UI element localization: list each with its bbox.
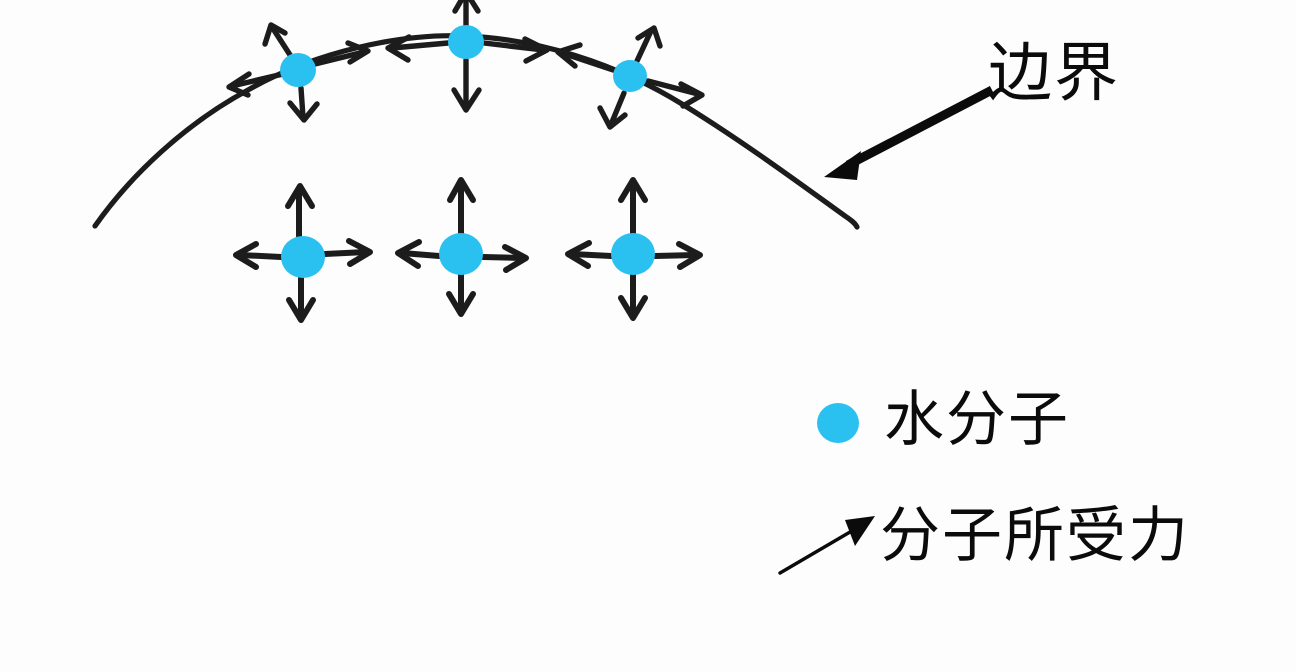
legend-molecule-swatch: [817, 403, 859, 443]
force-arrow-interior-left-left: [233, 241, 284, 270]
boundary-curve: [92, 33, 860, 230]
force-arrow-surface-right-up: [634, 25, 663, 64]
molecule-surface-center: [448, 25, 484, 59]
surface-force-arrows: [226, 0, 705, 130]
force-arrow-interior-center-up: [447, 177, 476, 236]
boundary-pointer-arrow: [824, 86, 995, 180]
force-arrow-interior-left-down: [286, 275, 316, 323]
force-arrow-interior-right-down: [618, 272, 648, 321]
molecule-interior-center: [439, 233, 483, 275]
force-arrow-surface-center-down: [451, 57, 482, 113]
force-arrow-surface-center-along-left: [385, 34, 451, 63]
force-arrow-surface-left-along-right: [312, 40, 371, 67]
force-arrow-interior-right-left: [565, 240, 614, 269]
molecule-interior-right: [611, 233, 655, 275]
force-arrow-interior-right-right: [652, 241, 703, 270]
legend-force-arrow-icon: [778, 516, 875, 575]
force-arrow-surface-right-down: [597, 90, 628, 130]
force-arrow-surface-right-along-left: [555, 42, 616, 73]
force-arrow-surface-center-along-right: [481, 36, 550, 64]
interior-molecules: [281, 233, 655, 278]
force-arrow-surface-right-along-right: [645, 78, 705, 109]
legend-marks: [778, 403, 875, 575]
molecule-surface-right: [613, 60, 647, 92]
boundary-curve-group: [92, 33, 860, 230]
force-arrow-interior-left-right: [322, 238, 373, 267]
force-arrow-interior-center-down: [446, 272, 476, 317]
force-arrow-surface-left-up: [262, 22, 295, 61]
force-arrow-interior-right-up: [618, 177, 648, 236]
force-arrow-surface-left-along-left: [226, 71, 286, 98]
force-arrow-interior-center-right: [480, 244, 529, 273]
force-arrow-interior-left-up: [285, 183, 315, 239]
force-arrow-surface-center-up: [452, 0, 481, 28]
molecule-surface-left: [280, 53, 316, 87]
force-arrow-interior-center-left: [395, 239, 442, 269]
legend-label-water-molecule: 水分子: [884, 385, 1070, 455]
molecule-interior-left: [281, 236, 325, 278]
surface-molecules: [280, 25, 647, 92]
boundary-annotation-label: 边界: [988, 37, 1120, 111]
interior-force-arrows: [233, 177, 703, 323]
legend-label-molecular-force: 分子所受力: [880, 501, 1190, 571]
force-arrow-surface-left-down: [287, 85, 320, 123]
